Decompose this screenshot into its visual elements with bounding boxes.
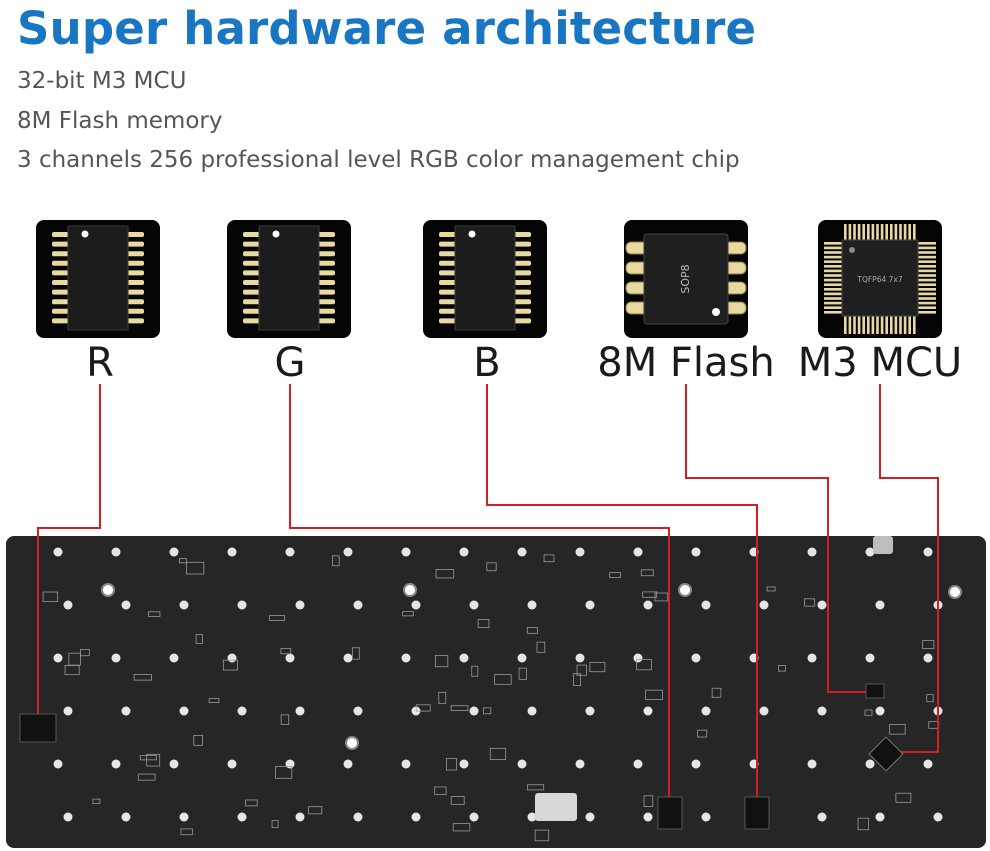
svg-text:SOP8: SOP8 xyxy=(679,264,692,293)
pcb-mounting-holes xyxy=(53,547,962,822)
spec-mcu: 32-bit M3 MCU xyxy=(17,68,187,94)
pcb-rgb-chip-b xyxy=(744,796,770,830)
usb-connector xyxy=(873,536,893,554)
pcb-flash-chip xyxy=(865,683,885,699)
label-r: R xyxy=(86,340,114,386)
label-mcu: M3 MCU xyxy=(797,340,963,386)
chip-mcu: TQFP64 7x7 xyxy=(818,220,942,338)
chip-flash: SOP8 xyxy=(624,220,748,338)
pcb-components xyxy=(42,554,940,842)
chip-b xyxy=(423,220,547,338)
trace-b xyxy=(486,384,758,801)
pcb-mcu-chip xyxy=(868,736,904,772)
trace-mcu xyxy=(879,384,939,753)
pcb-rgb-chip-g xyxy=(657,796,683,830)
label-g: G xyxy=(274,340,306,386)
trace-flash xyxy=(685,384,877,693)
label-flash: 8M Flash xyxy=(597,340,775,386)
sop8-chip-icon: SOP8 xyxy=(625,233,747,325)
tssop-chip-icon xyxy=(52,225,144,331)
page-title: Super hardware architecture xyxy=(17,2,757,55)
tqfp-chip-icon: TQFP64 7x7 xyxy=(824,224,936,334)
trace-r xyxy=(37,384,101,718)
pcb-led-chip xyxy=(535,793,577,821)
chip-r xyxy=(36,220,160,338)
tssop-chip-icon xyxy=(439,225,531,331)
pcb-rgb-chip-r xyxy=(19,713,57,743)
spec-flash: 8M Flash memory xyxy=(17,108,223,134)
spec-rgb: 3 channels 256 professional level RGB co… xyxy=(17,147,740,173)
chip-g xyxy=(227,220,351,338)
svg-text:TQFP64 7x7: TQFP64 7x7 xyxy=(856,275,902,284)
trace-g xyxy=(289,384,670,801)
label-b: B xyxy=(473,340,501,386)
tssop-chip-icon xyxy=(243,225,335,331)
pcb-board xyxy=(6,536,986,848)
